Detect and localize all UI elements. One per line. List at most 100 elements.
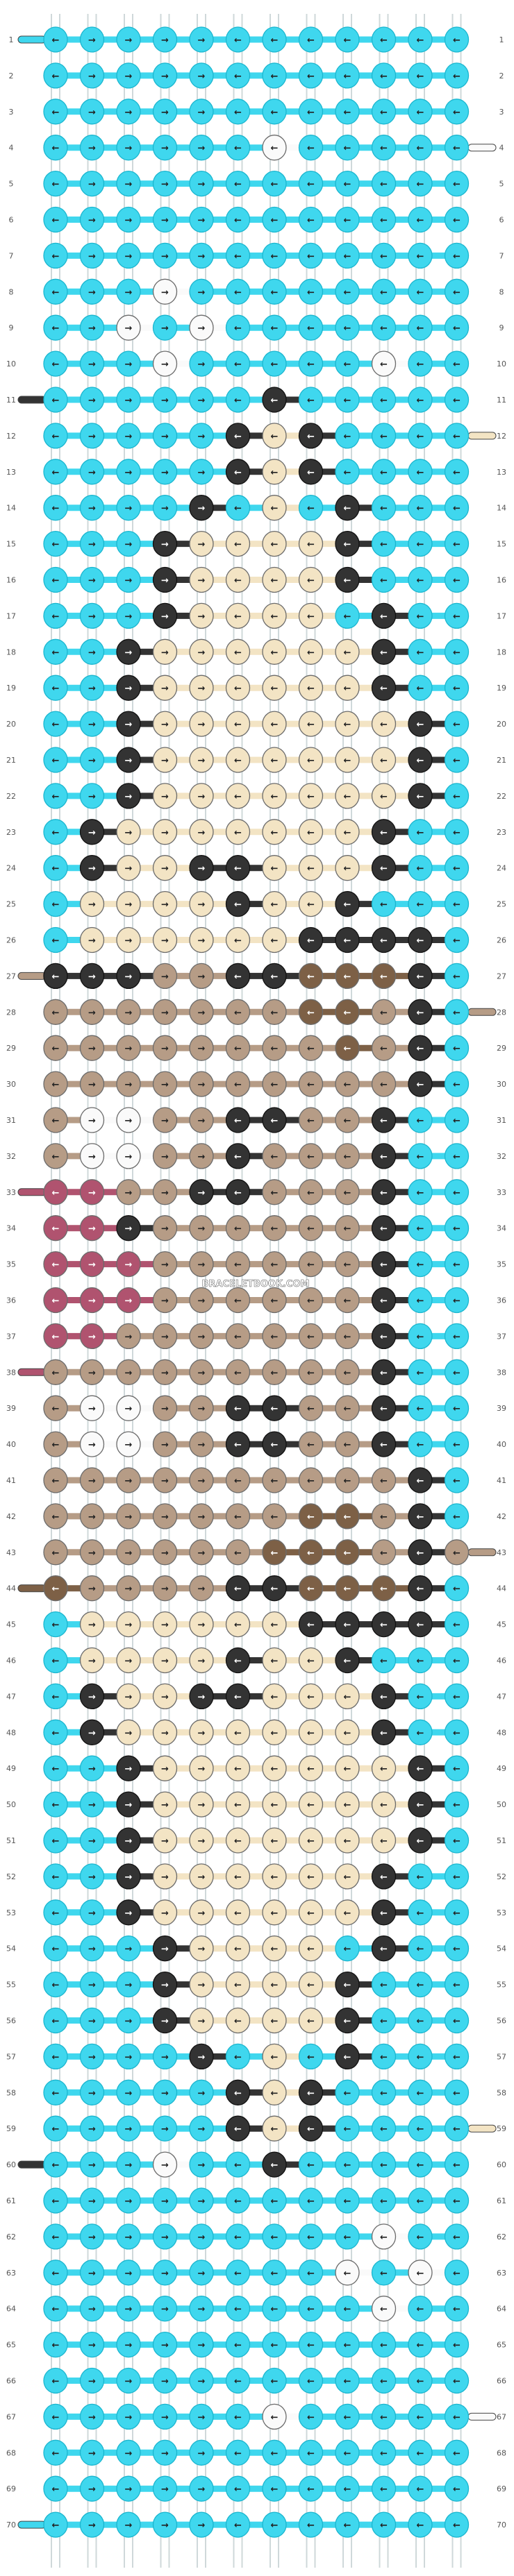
- arrow-left-icon: ←: [234, 1044, 242, 1054]
- arrow-left-icon: ←: [417, 216, 424, 226]
- arrow-right-icon: →: [88, 611, 96, 622]
- knot: ←: [408, 530, 433, 557]
- knot: ←: [371, 2223, 397, 2250]
- knot: ←: [225, 2331, 251, 2358]
- arrow-right-icon: →: [198, 1080, 206, 1090]
- knot: ←: [371, 675, 397, 701]
- knot: ←: [262, 1431, 287, 1457]
- knot: ←: [371, 1863, 397, 1890]
- arrow-left-icon: ←: [271, 1836, 279, 1847]
- knot: →: [116, 2043, 141, 2070]
- knot: ←: [298, 1287, 324, 1314]
- knot: ←: [225, 242, 251, 269]
- row-number: 65: [6, 2341, 16, 2350]
- arrow-left-icon: ←: [271, 1296, 279, 1307]
- arrow-left-icon: ←: [307, 756, 315, 766]
- arrow-right-icon: →: [125, 1836, 133, 1847]
- arrow-right-icon: →: [161, 2232, 169, 2243]
- arrow-left-icon: ←: [271, 1080, 279, 1090]
- arrow-right-icon: →: [198, 576, 206, 586]
- arrow-left-icon: ←: [307, 828, 315, 838]
- row-number: 20: [6, 720, 16, 729]
- arrow-right-icon: →: [125, 1476, 133, 1486]
- arrow-left-icon: ←: [271, 180, 279, 190]
- knot: ←: [444, 1035, 470, 1061]
- arrow-left-icon: ←: [453, 1296, 461, 1307]
- arrow-right-icon: →: [88, 216, 96, 226]
- arrow-right-icon: →: [161, 359, 169, 370]
- arrow-left-icon: ←: [417, 2377, 424, 2387]
- knot: →: [116, 423, 141, 449]
- knot: ←: [43, 2296, 68, 2322]
- knot: ←: [444, 423, 470, 449]
- knot: ←: [298, 1575, 324, 1602]
- knot-circle: [116, 314, 141, 341]
- arrow-left-icon: ←: [52, 1872, 60, 1883]
- knot: →: [189, 638, 214, 665]
- arrow-left-icon: ←: [380, 1584, 388, 1595]
- knot: →: [116, 1611, 141, 1638]
- arrow-left-icon: ←: [52, 1296, 60, 1307]
- arrow-right-icon: →: [161, 1981, 169, 1991]
- knot: ←: [371, 1143, 397, 1169]
- row-number: 5: [9, 180, 14, 189]
- arrow-right-icon: →: [125, 1332, 133, 1342]
- arrow-left-icon: ←: [271, 1332, 279, 1342]
- knot: ←: [335, 1215, 360, 1242]
- knot: →: [152, 926, 178, 954]
- row-number: 44: [6, 1584, 16, 1593]
- knot-circle: [152, 530, 178, 557]
- arrow-left-icon: ←: [234, 2484, 242, 2495]
- knot: →: [116, 2007, 141, 2034]
- arrow-left-icon: ←: [344, 1836, 351, 1847]
- knot-circle: [371, 495, 397, 521]
- arrow-left-icon: ←: [380, 432, 388, 442]
- knot: →: [189, 26, 214, 53]
- knot: ←: [444, 387, 470, 413]
- arrow-left-icon: ←: [52, 432, 60, 442]
- knot: →: [152, 2367, 178, 2394]
- knot: ←: [408, 1539, 433, 1566]
- knot: ←: [335, 890, 360, 917]
- arrow-right-icon: →: [161, 2124, 169, 2135]
- knot: ←: [262, 1575, 287, 1602]
- knot: →: [189, 1395, 214, 1421]
- knot-circle: [444, 459, 470, 485]
- arrow-left-icon: ←: [380, 71, 388, 82]
- knot: →: [152, 890, 178, 917]
- knot: →: [152, 170, 178, 197]
- arrow-left-icon: ←: [307, 1404, 315, 1414]
- knot: ←: [408, 1215, 433, 1242]
- arrow-right-icon: →: [161, 972, 169, 982]
- arrow-left-icon: ←: [417, 1548, 424, 1559]
- knot: ←: [444, 1575, 470, 1602]
- knot: ←: [408, 675, 433, 701]
- knot: →: [152, 1791, 178, 1817]
- arrow-left-icon: ←: [271, 2052, 279, 2062]
- arrow-right-icon: →: [161, 647, 169, 658]
- row-number: 44: [497, 1584, 506, 1593]
- arrow-right-icon: →: [198, 71, 206, 82]
- knot-circle: [189, 387, 214, 413]
- arrow-left-icon: ←: [271, 2341, 279, 2351]
- knot-circle: [116, 170, 141, 197]
- arrow-left-icon: ←: [380, 504, 388, 514]
- row-number: 41: [497, 1476, 506, 1485]
- knot: ←: [298, 99, 324, 125]
- arrow-right-icon: →: [125, 828, 133, 838]
- arrow-right-icon: →: [161, 576, 169, 586]
- knot: →: [116, 926, 141, 954]
- knot-circle: [298, 278, 324, 305]
- knot-circle: [298, 602, 324, 629]
- knot-circle: [189, 26, 214, 53]
- knot: ←: [335, 1647, 360, 1674]
- knot: ←: [444, 1143, 470, 1169]
- knot: →: [152, 2043, 178, 2070]
- knot: ←: [335, 2223, 360, 2250]
- arrow-left-icon: ←: [307, 684, 315, 694]
- arrow-left-icon: ←: [453, 1872, 461, 1883]
- row-number: 51: [497, 1836, 506, 1845]
- row-number: 29: [497, 1044, 506, 1053]
- arrow-right-icon: →: [88, 359, 96, 370]
- knot: →: [116, 2331, 141, 2358]
